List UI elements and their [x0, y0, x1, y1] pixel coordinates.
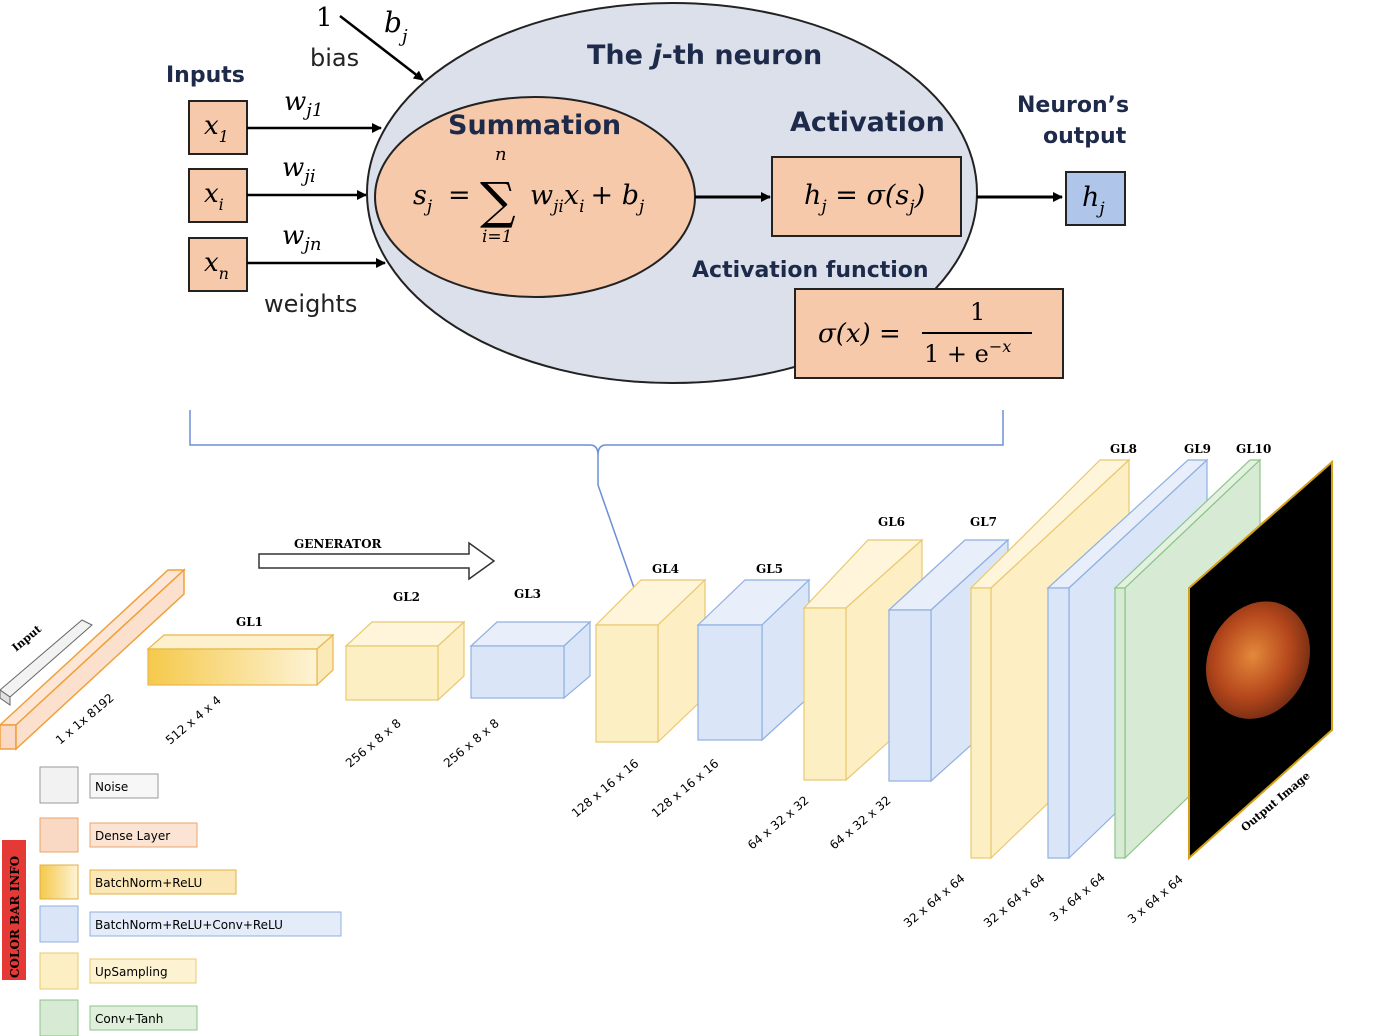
bias-label: bias	[310, 44, 359, 72]
svg-text:Dense Layer: Dense Layer	[95, 829, 170, 843]
svg-text:x1: x1	[204, 111, 229, 146]
output-image: Output Image 3 x 64 x 64	[1125, 459, 1333, 926]
svg-text:xn: xn	[204, 248, 229, 283]
sigmoid-numerator: 1	[970, 298, 985, 326]
svg-text:256 x 8 x 8: 256 x 8 x 8	[441, 716, 502, 770]
svg-text:GL5: GL5	[756, 562, 783, 576]
retina-image	[1206, 601, 1310, 719]
svg-text:GL3: GL3	[514, 587, 541, 601]
sum-sigma: ∑	[480, 172, 516, 230]
activation-box	[771, 156, 962, 237]
dense-layer-bar-side	[15, 568, 185, 751]
activation-formula: hj = σ(sj)	[804, 180, 925, 217]
legend-item-tanh: Conv+Tanh	[39, 999, 198, 1036]
svg-text:32 x 64 x 64: 32 x 64 x 64	[981, 871, 1048, 930]
svg-text:128 x 16 x 16: 128 x 16 x 16	[569, 756, 642, 820]
input-label: Input	[10, 622, 45, 654]
svg-text:UpSampling: UpSampling	[95, 965, 168, 979]
svg-text:GL10: GL10	[1236, 442, 1271, 456]
neuron-title: The j-th neuron	[587, 40, 822, 71]
svg-text:BatchNorm+ReLU: BatchNorm+ReLU	[95, 876, 202, 890]
svg-text:128 x 16 x 16: 128 x 16 x 16	[649, 756, 722, 820]
sigmoid-lhs: σ(x) =	[818, 319, 901, 349]
svg-text:64 x 32 x 32: 64 x 32 x 32	[745, 793, 812, 852]
activation-label: Activation	[790, 107, 945, 138]
svg-text:BatchNorm+ReLU+Conv+ReLU: BatchNorm+ReLU+Conv+ReLU	[95, 918, 283, 932]
svg-text:GL8: GL8	[1110, 442, 1137, 456]
legend-item-batchnorm: BatchNorm+ReLU	[39, 864, 237, 900]
inputs-label: Inputs	[166, 63, 245, 88]
output-dimension: 3 x 64 x 64	[1125, 872, 1186, 926]
svg-text:Conv+Tanh: Conv+Tanh	[95, 1012, 163, 1026]
svg-text:256 x 8 x 8: 256 x 8 x 8	[343, 716, 404, 770]
sum-bottom: i=1	[482, 227, 513, 247]
output-symbol: hj	[1082, 182, 1105, 219]
output-label-line1: Neuron’s	[1017, 93, 1129, 118]
activation-function-label: Activation function	[692, 258, 929, 283]
input-x1: x1	[188, 100, 248, 155]
svg-text:xi: xi	[204, 179, 224, 214]
svg-text:32 x 64 x 64: 32 x 64 x 64	[901, 871, 968, 930]
svg-text:512 x 4 x 4: 512 x 4 x 4	[163, 693, 224, 747]
input-xi: xi	[188, 168, 248, 223]
legend-title: COLOR BAR INFO	[8, 856, 22, 978]
input-xn: xn	[188, 237, 248, 292]
sigmoid-denominator: 1 + e−x	[924, 337, 1011, 368]
layer-gl1: GL1 512 x 4 x 4	[146, 615, 335, 747]
svg-text:GL2: GL2	[393, 590, 420, 604]
weight-label-i: wji	[282, 153, 316, 187]
dense-layer-bar-front	[0, 724, 17, 750]
legend-title-bar	[2, 840, 26, 980]
generator-label: GENERATOR	[294, 537, 383, 551]
legend-item-conv: BatchNorm+ReLU+Conv+ReLU	[39, 905, 342, 943]
svg-text:GL6: GL6	[878, 515, 905, 529]
svg-text:GL1: GL1	[236, 615, 263, 629]
svg-text:64 x 32 x 32: 64 x 32 x 32	[827, 793, 894, 852]
bias-one: 1	[316, 3, 333, 33]
generator-arrow	[258, 541, 496, 581]
layer-gl2: GL2 256 x 8 x 8	[343, 590, 466, 770]
weight-label-1: wj1	[284, 87, 323, 121]
svg-text:GL7: GL7	[970, 515, 997, 529]
layer-gl3: GL3 256 x 8 x 8	[441, 587, 592, 770]
noise-input-side	[0, 689, 11, 706]
svg-text:GL4: GL4	[652, 562, 679, 576]
legend-item-upsampling: UpSampling	[39, 952, 197, 990]
svg-text:3 x 64 x 64: 3 x 64 x 64	[1047, 870, 1108, 924]
output-box	[1065, 171, 1126, 226]
bias-arrow	[339, 15, 424, 81]
zoom-brace	[189, 410, 1004, 606]
summation-label: Summation	[448, 110, 621, 141]
sum-term: wjixi+ bj	[530, 180, 645, 217]
sum-top: n	[495, 144, 507, 165]
color-legend: COLOR BAR INFO Noise Dense Layer BatchNo…	[2, 766, 342, 1036]
generator-diagram: GENERATOR Input 1 x 1x 8192 GL1 512 x 4 …	[0, 442, 1333, 930]
neuron-diagram: 1 bj bias The j-th neuron Inputs x1 xi x…	[166, 2, 1129, 384]
sum-lhs: sj	[413, 180, 433, 217]
svg-text:Noise: Noise	[95, 780, 128, 794]
bias-symbol: bj	[384, 6, 408, 47]
legend-item-noise: Noise	[39, 766, 159, 804]
weight-label-n: wjn	[282, 221, 321, 255]
weights-label: weights	[264, 290, 357, 318]
legend-item-dense: Dense Layer	[39, 817, 198, 853]
output-label-line2: output	[1043, 124, 1127, 149]
sum-equals: =	[448, 180, 471, 211]
svg-text:GL9: GL9	[1184, 442, 1211, 456]
